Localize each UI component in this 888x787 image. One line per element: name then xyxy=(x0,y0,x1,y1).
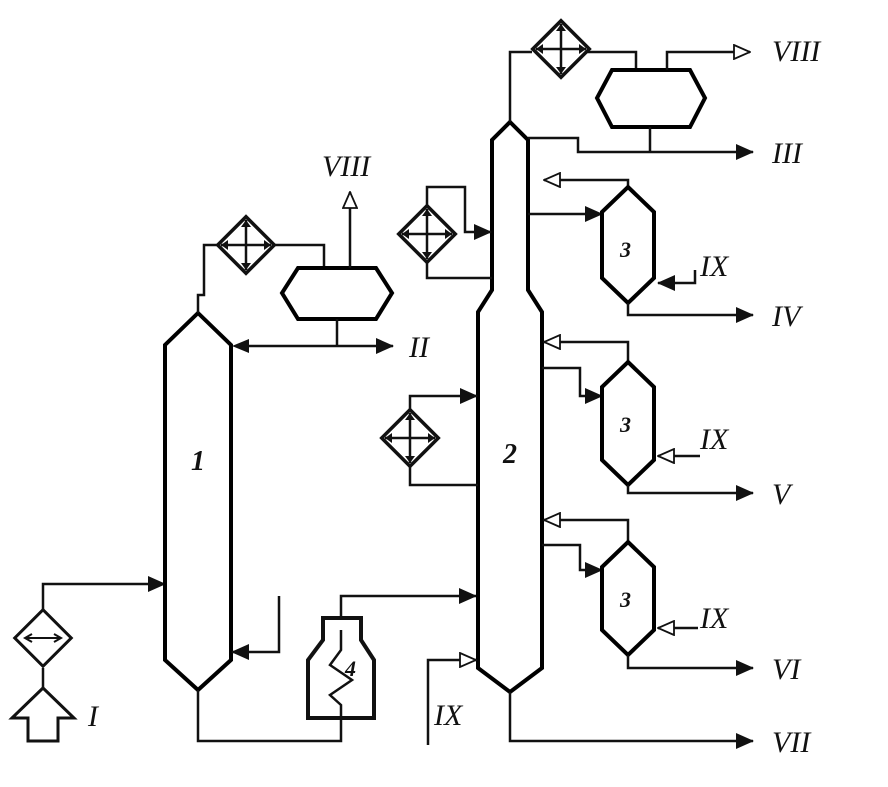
furnace xyxy=(306,616,376,720)
stream-col2-top-product-label: III xyxy=(771,137,804,170)
stripper1-steam-line xyxy=(657,270,697,291)
column2-gas-outlet-line xyxy=(665,52,750,70)
stream-col1-gas-label: VIII xyxy=(322,150,372,183)
feed-heat-exchanger-icon xyxy=(12,607,74,669)
feed-arrow-icon xyxy=(8,685,78,743)
stream-side-cut-3-label: VI xyxy=(772,653,802,686)
column2-condenser-icon xyxy=(530,18,592,80)
column1-reflux-drum xyxy=(279,266,395,321)
stream-side-cut-2-label: V xyxy=(772,478,794,511)
stripper2-feed-line xyxy=(542,366,603,404)
column-1 xyxy=(163,310,233,693)
stripper3-feed-line xyxy=(542,543,603,578)
column-2 xyxy=(476,119,544,695)
stripper1-product-line xyxy=(626,303,754,323)
column1-bottoms-line xyxy=(196,690,343,743)
column2-condenser-to-drum-line xyxy=(587,50,638,70)
column1-overhead-line xyxy=(196,243,220,313)
column-1-number: 1 xyxy=(191,446,205,477)
column2-bottoms-line xyxy=(508,692,754,749)
stripper-2-number: 3 xyxy=(619,412,631,437)
column2-reflux-drum xyxy=(594,68,708,129)
stream-steam-stripper1-label: IX xyxy=(699,250,730,283)
feed-to-column1-line xyxy=(41,576,166,610)
column2-lower-pumparound-draw xyxy=(408,465,478,487)
stream-col1-top-product-label: II xyxy=(408,331,431,364)
stream-steam-col2-label: IX xyxy=(433,699,464,732)
column-2-number: 2 xyxy=(502,439,517,470)
column1-condenser-icon xyxy=(215,214,277,276)
stripper-1-number: 3 xyxy=(619,237,631,262)
column2-distillate-line xyxy=(528,136,754,160)
stripper2-vapor-return xyxy=(544,342,630,362)
furnace-to-column1-line xyxy=(231,596,281,660)
column2-lower-pumparound-return xyxy=(408,388,478,411)
column2-upper-cooler-icon xyxy=(396,203,458,265)
stripper2-product-line xyxy=(626,485,754,501)
column2-upper-pumparound-return xyxy=(425,185,492,240)
stripper3-product-line xyxy=(626,655,754,676)
stream-side-cut-1-label: IV xyxy=(771,300,804,333)
column1-reflux-arrow-icon xyxy=(232,339,249,353)
stripper1-vapor-return xyxy=(544,180,630,187)
stream-feed-label: I xyxy=(87,700,100,733)
column2-lower-cooler-icon xyxy=(379,407,441,469)
stripper-3-number: 3 xyxy=(619,587,631,612)
column2-steam-inlet-line xyxy=(426,660,476,745)
stream-bottom-product-label: VII xyxy=(772,726,812,759)
furnace-to-column2-line xyxy=(339,588,477,618)
column2-upper-pumparound-draw xyxy=(425,261,492,280)
stream-steam-stripper3-label: IX xyxy=(699,602,730,635)
furnace-number: 4 xyxy=(344,656,356,681)
column1-condenser-to-drum-line xyxy=(272,243,326,268)
stream-steam-stripper2-label: IX xyxy=(699,423,730,456)
stripper3-vapor-return xyxy=(544,520,630,542)
stream-col2-gas-label: VIII xyxy=(772,35,822,68)
column2-overhead-line xyxy=(508,50,532,122)
